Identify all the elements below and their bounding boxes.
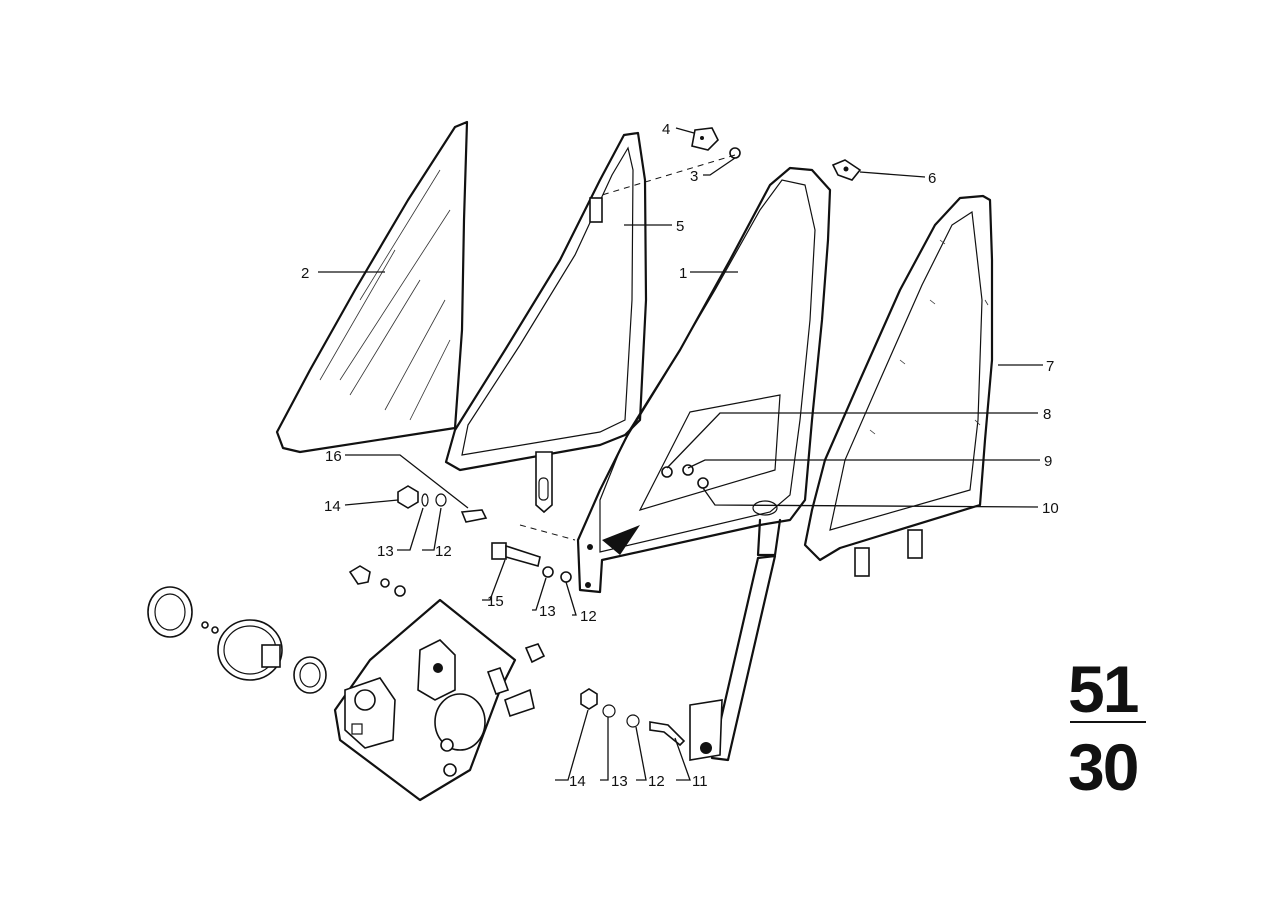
callout-6: 6 [928, 170, 936, 187]
callout-5: 5 [676, 218, 684, 235]
crank-drive-gear [147, 586, 327, 694]
callout-3: 3 [690, 168, 698, 185]
callout-2: 2 [301, 265, 309, 282]
leader-lines [318, 127, 1043, 781]
callout-12-lower: 12 [648, 773, 665, 790]
callout-12-upper: 12 [435, 543, 452, 560]
screw-washers-8-9-10 [661, 464, 709, 489]
window-seal [803, 194, 994, 577]
callout-1: 1 [679, 265, 687, 282]
callout-12-mid: 12 [580, 608, 597, 625]
group-stamp: 51 30 [1068, 652, 1146, 804]
callout-13-mid: 13 [539, 603, 556, 620]
callout-8: 8 [1043, 406, 1051, 423]
callout-14-upper: 14 [324, 498, 341, 515]
callout-13-upper: 13 [377, 543, 394, 560]
group-stamp-bottom: 30 [1068, 730, 1137, 804]
lower-guide-rail [689, 500, 782, 762]
callout-4: 4 [662, 121, 670, 138]
callout-16: 16 [325, 448, 342, 465]
callout-14-lower: 14 [569, 773, 586, 790]
clip-part-4 [691, 127, 719, 151]
callout-13-lower: 13 [611, 773, 628, 790]
bracket-part-6 [831, 159, 862, 181]
group-stamp-top: 51 [1068, 652, 1138, 726]
window-regulator [333, 598, 535, 802]
bolt-part-16 [460, 509, 488, 523]
callout-labels: 2 1 5 4 3 6 7 8 9 10 16 14 13 12 15 13 1… [301, 121, 1059, 790]
glass-guide-frame [444, 131, 648, 514]
nut-washers-lower [580, 688, 686, 747]
bolt-washers-15 [491, 542, 572, 583]
nut-washers-upper [397, 485, 447, 509]
callout-10: 10 [1042, 500, 1059, 517]
callout-9: 9 [1044, 453, 1052, 470]
callout-15: 15 [487, 593, 504, 610]
window-frame [576, 166, 832, 594]
callout-11: 11 [692, 773, 708, 790]
regulator-bolts [348, 565, 546, 664]
quarter-glass [275, 120, 469, 454]
callout-7: 7 [1046, 358, 1054, 375]
